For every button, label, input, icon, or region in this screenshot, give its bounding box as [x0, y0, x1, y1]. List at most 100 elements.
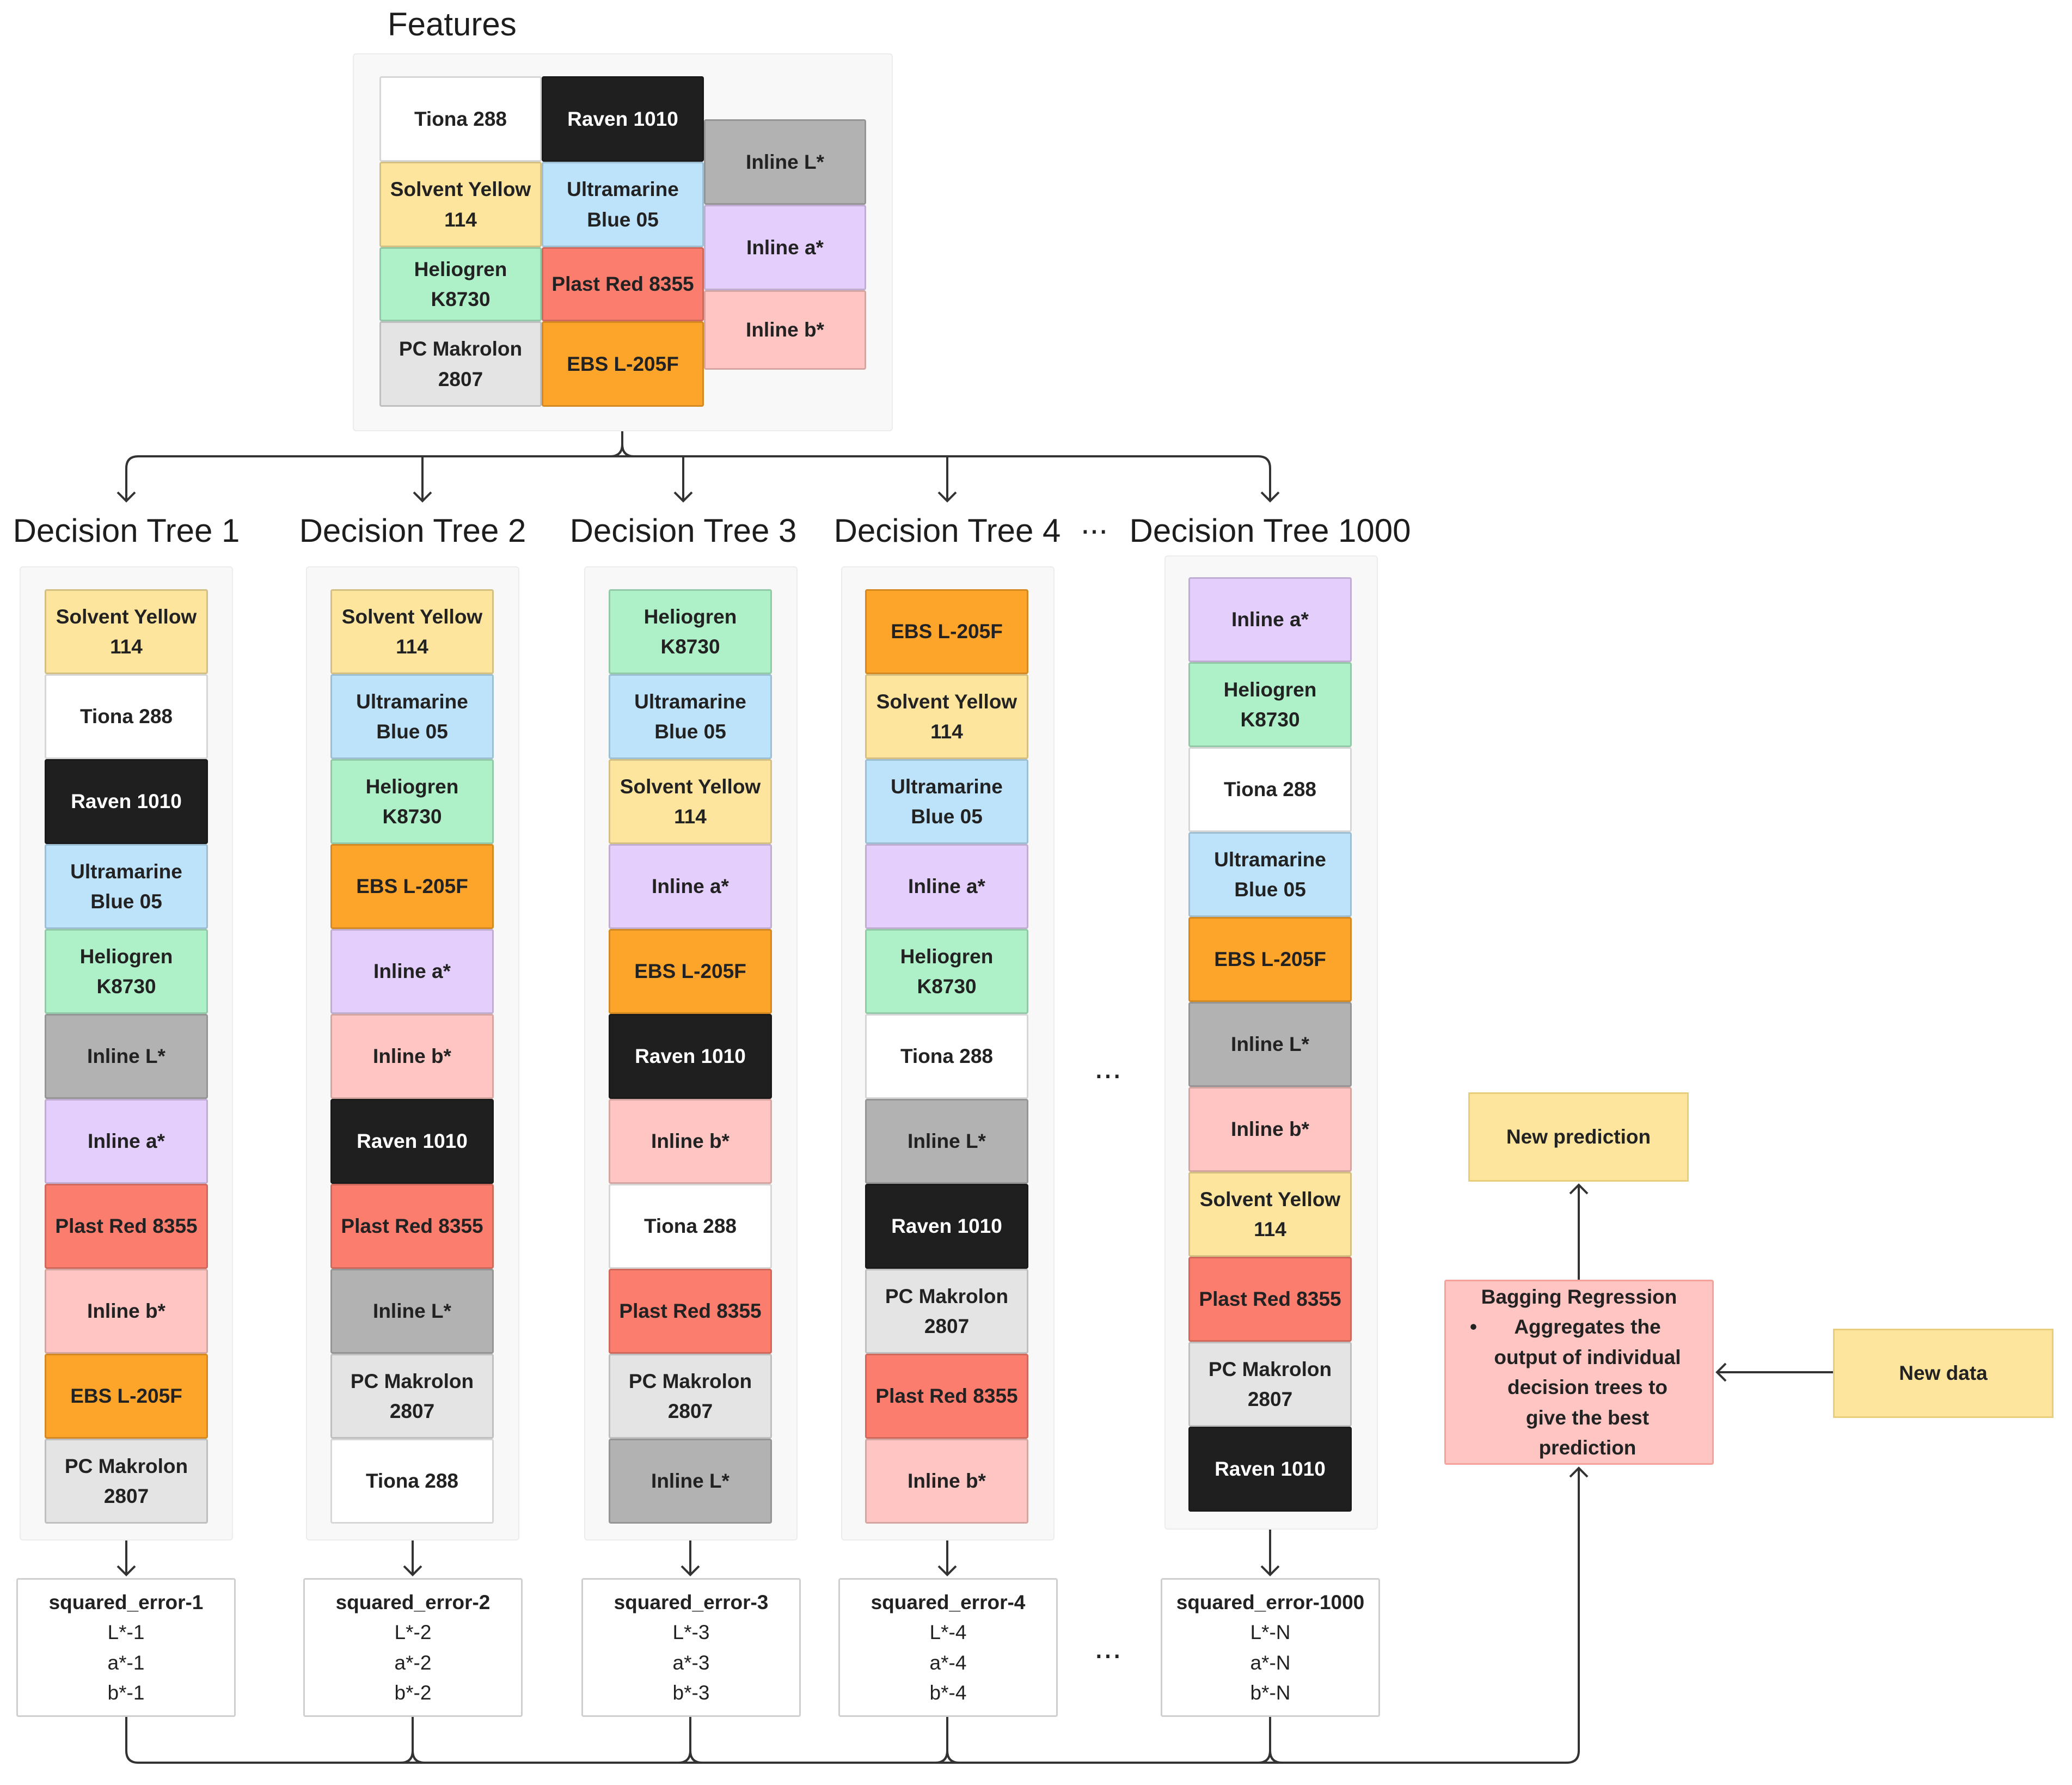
result-title: squared_error-1000 [1176, 1591, 1365, 1613]
result-line: a*-1 [107, 1651, 145, 1674]
features-connector [621, 444, 635, 457]
tree-feature-block: EBS L-205F [330, 844, 494, 929]
tree-feature-block: Raven 1010 [45, 759, 208, 844]
tree-feature-block: PC Makrolon 2807 [609, 1354, 772, 1439]
tree-feature-block: Ultramarine Blue 05 [865, 759, 1028, 844]
tree-feature-block: Heliogren K8730 [609, 589, 772, 674]
tree-feature-block: Inline b* [45, 1269, 208, 1354]
feature-block: Plast Red 8355 [542, 247, 704, 321]
ellipsis: ... [1094, 1629, 1122, 1665]
tree-feature-block: Inline L* [609, 1439, 772, 1524]
tree-title: Decision Tree 4 [833, 512, 1061, 549]
tree-feature-block: Inline b* [865, 1439, 1028, 1524]
result-line: L*-4 [929, 1621, 967, 1643]
tree-feature-block: Plast Red 8355 [1188, 1257, 1352, 1342]
result-to-bus-line [1258, 1750, 1271, 1764]
arrow-icon [117, 1565, 136, 1576]
feature-block: Inline L* [704, 119, 866, 205]
result-line: L*-1 [107, 1621, 145, 1643]
result-title: squared_error-3 [614, 1591, 769, 1613]
result-line: b*-N [1250, 1682, 1291, 1704]
result-line: L*-N [1250, 1621, 1291, 1643]
tree-feature-block: Solvent Yellow 114 [1188, 1172, 1352, 1257]
result-line: b*-3 [672, 1682, 710, 1704]
feature-block: Heliogren K8730 [379, 247, 542, 321]
arrow-icon [673, 491, 693, 503]
aggregation-line [138, 1468, 1580, 1764]
result-title: squared_error-2 [335, 1591, 491, 1613]
tree-feature-block: Plast Red 8355 [865, 1354, 1028, 1439]
result-to-bus-line [412, 1717, 425, 1764]
branch-line [1258, 455, 1271, 501]
result-line: b*-2 [394, 1682, 432, 1704]
tree-feature-block: Heliogren K8730 [330, 759, 494, 844]
tree-feature-block: Heliogren K8730 [865, 929, 1028, 1014]
tree-feature-block: Plast Red 8355 [609, 1269, 772, 1354]
bagging-title: Bagging Regression [1481, 1285, 1677, 1308]
tree-feature-block: Ultramarine Blue 05 [330, 674, 494, 759]
arrow-icon [681, 1565, 700, 1576]
tree-title: Decision Tree 1 [13, 512, 240, 549]
feature-block: PC Makrolon 2807 [379, 321, 542, 407]
tree-feature-block: Inline L* [1188, 1002, 1352, 1087]
tree-feature-block: PC Makrolon 2807 [330, 1354, 494, 1439]
ellipsis: ... [1094, 1049, 1122, 1085]
result-line: a*-N [1250, 1651, 1291, 1674]
feature-block: Tiona 288 [379, 76, 542, 162]
feature-block: Ultramarine Blue 05 [542, 162, 704, 247]
tree-feature-block: Inline a* [1188, 577, 1352, 662]
tree-title: Decision Tree 2 [299, 512, 526, 549]
tree-feature-block: EBS L-205F [609, 929, 772, 1014]
result-line: L*-2 [394, 1621, 432, 1643]
tree-feature-block: Raven 1010 [330, 1099, 494, 1184]
tree-feature-block: Inline a* [330, 929, 494, 1014]
result-line: a*-2 [394, 1651, 432, 1674]
result-line: L*-3 [672, 1621, 710, 1643]
tree-feature-block: Inline a* [609, 844, 772, 929]
tree-feature-block: Solvent Yellow 114 [865, 674, 1028, 759]
arrow-icon [1569, 1183, 1589, 1195]
tree-feature-block: Ultramarine Blue 05 [1188, 832, 1352, 917]
tree-feature-block: PC Makrolon 2807 [865, 1269, 1028, 1354]
feature-block: Inline a* [704, 205, 866, 290]
tree-feature-block: Tiona 288 [330, 1439, 494, 1524]
tree-feature-block: Inline b* [1188, 1087, 1352, 1172]
result-title: squared_error-4 [871, 1591, 1026, 1613]
arrow-icon [1260, 1565, 1280, 1576]
features-title: Features [388, 6, 517, 42]
tree-feature-block: Inline a* [45, 1099, 208, 1184]
tree-title: Decision Tree 1000 [1129, 512, 1411, 549]
tree-feature-block: Solvent Yellow 114 [609, 759, 772, 844]
tree-title: Decision Tree 3 [569, 512, 797, 549]
tree-feature-block: Tiona 288 [1188, 747, 1352, 832]
bagging-bullet-item: •Aggregates the output of individual dec… [1470, 1312, 1688, 1463]
result-to-bus-line [689, 1717, 703, 1764]
arrow-icon [413, 491, 432, 503]
arrow-icon [937, 1565, 957, 1576]
tree-feature-block: EBS L-205F [1188, 917, 1352, 1002]
result-to-bus-line [125, 1717, 139, 1764]
tree-feature-block: Heliogren K8730 [1188, 662, 1352, 747]
tree-feature-block: Ultramarine Blue 05 [609, 674, 772, 759]
new-data-box: New data [1833, 1329, 2053, 1418]
feature-block: Solvent Yellow 114 [379, 162, 542, 247]
tree-feature-block: Tiona 288 [609, 1184, 772, 1269]
tree-feature-block: Inline L* [330, 1269, 494, 1354]
bagging-description: Aggregates the output of individual deci… [1494, 1316, 1681, 1459]
result-line: b*-4 [929, 1682, 967, 1704]
arrow-icon [1569, 1466, 1589, 1478]
tree-feature-block: Inline L* [865, 1099, 1028, 1184]
result-to-bus-line [400, 1750, 414, 1764]
tree-feature-block: Ultramarine Blue 05 [45, 844, 208, 929]
tree-feature-block: EBS L-205F [45, 1354, 208, 1439]
result-line: a*-4 [929, 1651, 967, 1674]
tree-feature-block: Raven 1010 [865, 1184, 1028, 1269]
result-to-bus-line [678, 1750, 691, 1764]
result-line: b*-1 [107, 1682, 145, 1704]
arrow-icon [937, 491, 957, 503]
